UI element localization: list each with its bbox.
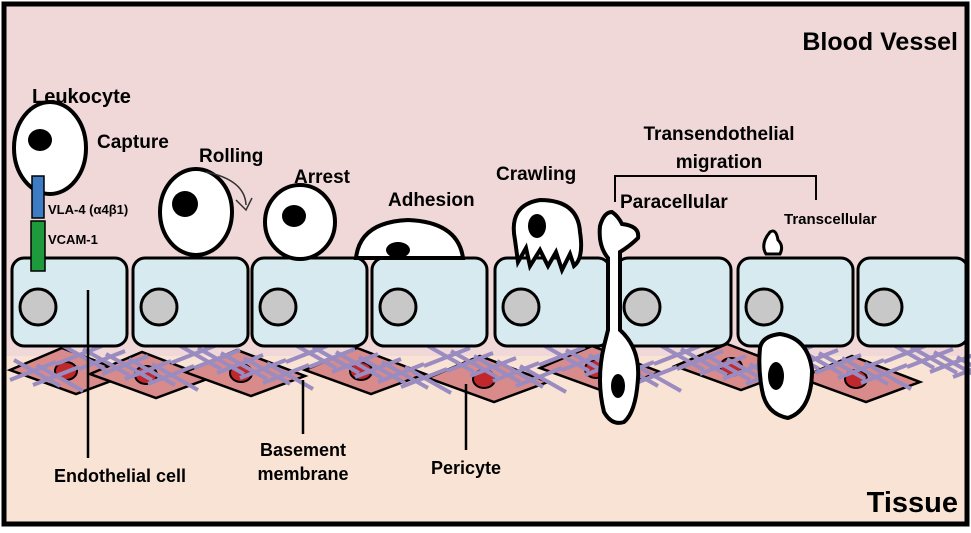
leukocyte-arrest (265, 185, 335, 259)
tissue-label: Tissue (867, 487, 958, 519)
endothelial-nucleus (503, 289, 539, 325)
endothelial-nucleus (746, 289, 782, 325)
transcellular-label: Transcellular (784, 211, 877, 228)
endothelial-nucleus (260, 289, 296, 325)
rolling-label: Rolling (199, 146, 263, 167)
endothelial-nucleus (380, 289, 416, 325)
pericyte-label: Pericyte (431, 458, 501, 478)
basement-membrane-label-line2: membrane (257, 464, 348, 484)
transmigration-label-line2: migration (676, 152, 763, 173)
capture-label: Capture (97, 132, 169, 153)
transmigration-label-line1: Transendothelial (644, 124, 795, 145)
vcam1-ligand (31, 221, 45, 271)
adhesion-label: Adhesion (388, 190, 475, 211)
basement-membrane-label-line1: Basement (260, 440, 346, 460)
vla4-label: VLA-4 (α4β1) (48, 202, 128, 217)
leukocyte-rolling (160, 169, 232, 255)
endothelial-nucleus (624, 289, 660, 325)
leukocyte-capture (14, 102, 86, 194)
vcam1-label: VCAM-1 (48, 232, 98, 247)
arrest-label: Arrest (294, 167, 351, 188)
endothelial-cell-label: Endothelial cell (54, 466, 186, 486)
vla4-integrin (32, 176, 44, 218)
crawling-label: Crawling (496, 164, 576, 185)
blood-vessel-label: Blood Vessel (802, 28, 958, 56)
endothelial-nucleus (141, 289, 177, 325)
leukocyte-label: Leukocyte (32, 86, 131, 108)
paracellular-label: Paracellular (620, 192, 728, 213)
endothelial-nucleus (20, 289, 56, 325)
endothelial-nucleus (866, 289, 902, 325)
